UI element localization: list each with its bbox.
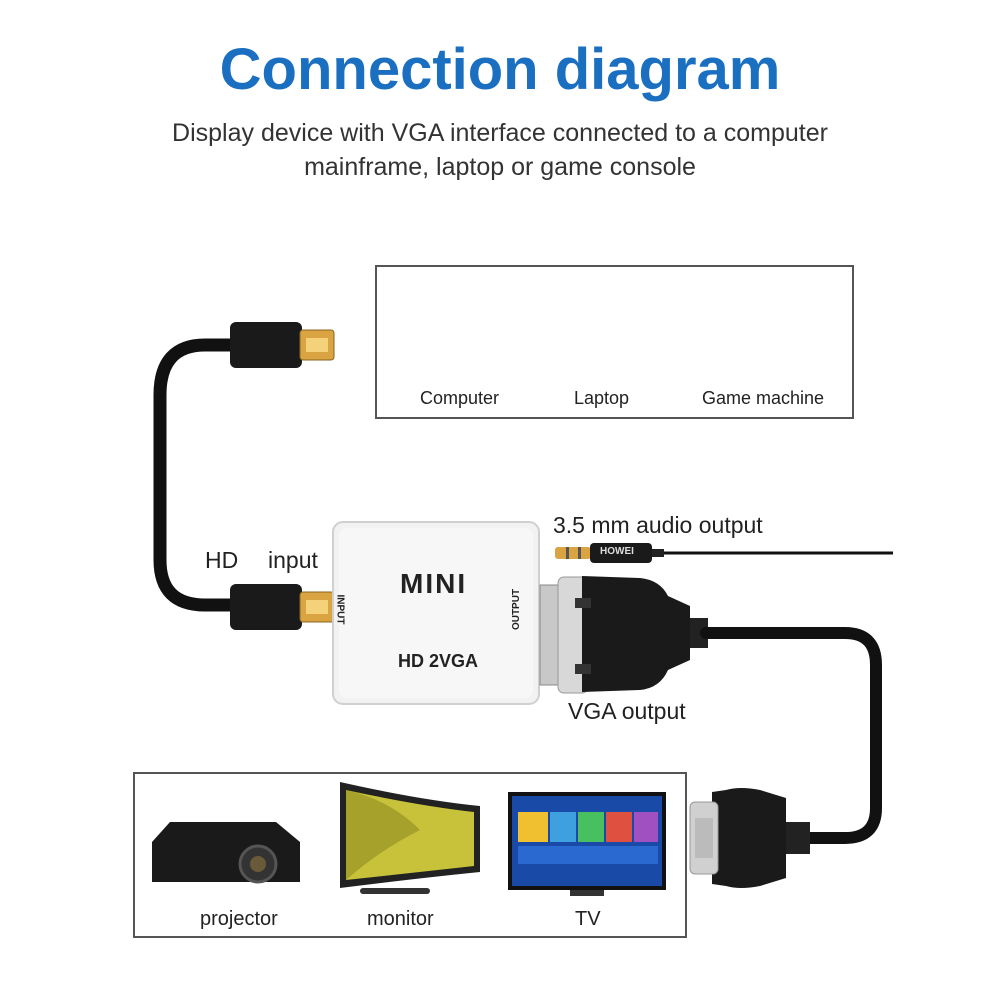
jack-brand-label: HOWEI (600, 546, 634, 557)
source-devices-box (375, 265, 854, 419)
source-label-computer: Computer (420, 388, 500, 408)
display-label-monitor: monitor (367, 908, 434, 930)
page-title: Connection diagram (219, 37, 781, 102)
input-label: input (268, 547, 318, 573)
monitor-icon (340, 782, 480, 894)
adapter-body (332, 521, 540, 705)
vga-plug-lower (689, 788, 810, 888)
adapter-output-port-label: OUTPUT (511, 588, 523, 631)
source-label-game-machine: Game machine (702, 388, 825, 408)
tv-icon (508, 792, 666, 896)
page-subtitle: Display device with VGA interface connec… (172, 119, 828, 181)
hdmi-plug-bottom (230, 584, 335, 630)
hd-label: HD (205, 547, 239, 573)
vga-output-label: VGA output (568, 698, 686, 724)
adapter-input-port-label: INPUT (334, 594, 346, 625)
audio-output-label: 3.5 mm audio output (553, 512, 763, 538)
vga-connector (539, 576, 708, 694)
hdmi-cable (153, 338, 239, 612)
audio-jack (555, 543, 893, 563)
adapter-model-label: HD 2VGA (398, 651, 479, 671)
display-label-tv: TV (575, 908, 601, 930)
adapter-brand-label: MINI (400, 568, 468, 599)
display-devices-box (133, 772, 687, 938)
source-label-laptop: Laptop (574, 388, 630, 408)
projector-icon (152, 822, 300, 884)
vga-cable (700, 627, 882, 844)
hdmi-plug-top (230, 322, 335, 368)
display-label-projector: projector (200, 908, 278, 930)
